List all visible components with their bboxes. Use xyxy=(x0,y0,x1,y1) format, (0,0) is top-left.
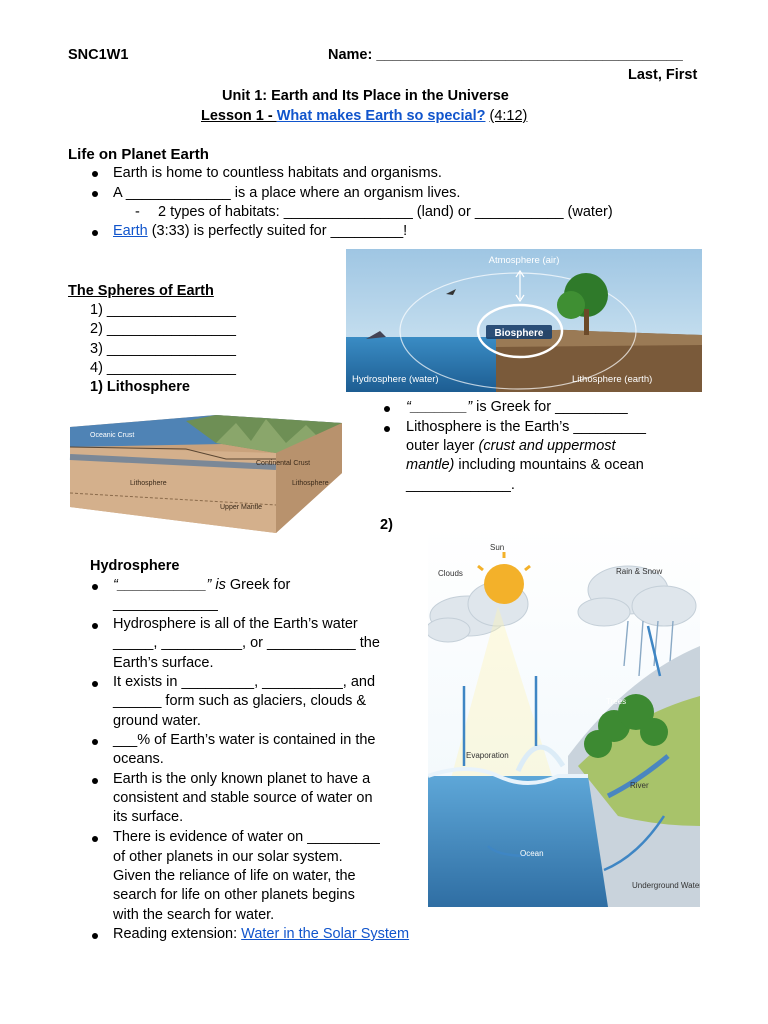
hydro-bullet-5-line-1: Earth is the only known planet to have a xyxy=(113,771,371,787)
sphere-blank-2[interactable]: 2) ________________ xyxy=(90,321,236,337)
litho-bullet-2-line-1: Lithosphere is the Earth’s _________ xyxy=(406,419,646,435)
hydro-bullet-1-line-1: “___________” is Greek for xyxy=(113,576,290,595)
life-bullet-1: Earth is home to countless habitats and … xyxy=(113,165,442,181)
lesson-time: (4:12) xyxy=(489,108,528,124)
life-bullet-2: A _____________ is a place where an orga… xyxy=(113,185,461,201)
bullet xyxy=(92,171,98,177)
water-cycle-diagram: Sun Clouds Rain & Snow Trees Evaporation… xyxy=(428,526,700,907)
spheres-heading: The Spheres of Earth xyxy=(68,283,214,299)
hydro-bullet-5-line-2: consistent and stable source of water on xyxy=(113,790,373,806)
name-hint: Last, First xyxy=(628,67,698,83)
sphere-blank-4[interactable]: 4) ________________ xyxy=(90,360,236,376)
bullet xyxy=(92,836,98,842)
underground-water-label: Underground Water xyxy=(632,881,700,890)
hydro-bullet-1-line-2: _____________ xyxy=(113,596,218,612)
lesson-title: Lesson 1 - What makes Earth so special? … xyxy=(201,107,527,126)
unit-title: Unit 1: Earth and Its Place in the Unive… xyxy=(222,88,509,104)
hydro-greek-blank: “___________” is xyxy=(113,577,226,593)
hydrosphere-heading: Hydrosphere xyxy=(90,558,180,574)
litho-bullet-2-line-4: _____________. xyxy=(406,477,515,493)
biosphere-label: Biosphere xyxy=(495,328,544,339)
litho-crust-note: (crust and uppermost xyxy=(478,438,616,454)
hydro-bullet-3-line-1: It exists in _________, __________, and xyxy=(113,674,376,690)
lesson-video-link[interactable]: What makes Earth so special? xyxy=(276,108,486,124)
litho-greek-blank: “_______” xyxy=(406,399,473,415)
bullet xyxy=(92,230,98,236)
litho-bullet-2-line-3: mantle) including mountains & ocean xyxy=(406,456,644,475)
bullet xyxy=(92,933,98,939)
hydro-bullet-2-line-2: _____, __________, or ___________ the xyxy=(113,635,380,651)
hydro-bullet-6-line-3: Given the reliance of life on water, the xyxy=(113,868,356,884)
oceanic-crust-label: Oceanic Crust xyxy=(90,432,134,439)
dash-marker: - xyxy=(135,204,140,220)
life-heading: Life on Planet Earth xyxy=(68,146,209,163)
clouds-label: Clouds xyxy=(438,569,463,578)
life-sub-bullet: 2 types of habitats: ________________ (l… xyxy=(158,204,613,220)
name-field[interactable]: Name: __________________________________… xyxy=(328,47,683,63)
bullet xyxy=(92,739,98,745)
course-code: SNC1W1 xyxy=(68,47,129,63)
exchange-arrow xyxy=(515,269,525,303)
life-bullet-3-text: (3:33) is perfectly suited for _________… xyxy=(147,223,408,239)
hydrosphere-number: 2) xyxy=(380,517,393,533)
trees-label: Trees xyxy=(606,697,626,706)
lithosphere-heading: 1) Lithosphere xyxy=(90,379,190,395)
hydro-bullet-6-line-5: with the search for water. xyxy=(113,907,275,923)
lithosphere-left-label: Lithosphere xyxy=(130,480,167,487)
litho-mantle-note: mantle) xyxy=(406,457,455,473)
sphere-blank-1[interactable]: 1) ________________ xyxy=(90,302,236,318)
hydro-greek-text: Greek for xyxy=(225,577,291,593)
bullet xyxy=(384,406,390,412)
hydro-bullet-6-line-4: search for life on other planets begins xyxy=(113,887,355,903)
life-bullet-3: Earth (3:33) is perfectly suited for ___… xyxy=(113,222,407,241)
sphere-blank-3[interactable]: 3) ________________ xyxy=(90,341,236,357)
bullet xyxy=(92,778,98,784)
hydro-bullet-6-line-1: There is evidence of water on _________ xyxy=(113,829,380,845)
hydro-bullet-6-line-2: of other planets in our solar system. xyxy=(113,849,343,865)
spheres-diagram: Biosphere Atmosphere (air) Hydrosphere (… xyxy=(346,249,702,392)
bullet xyxy=(92,681,98,687)
evaporation-label: Evaporation xyxy=(466,751,509,760)
lithosphere-diagram: Oceanic Crust Continental Crust Lithosph… xyxy=(69,415,342,533)
earth-video-link[interactable]: Earth xyxy=(113,223,148,239)
hydro-bullet-2-line-3: Earth’s surface. xyxy=(113,655,214,671)
hydro-bullet-2-line-1: Hydrosphere is all of the Earth’s water xyxy=(113,616,358,632)
ocean-label: Ocean xyxy=(520,849,544,858)
water-solar-system-link[interactable]: Water in the Solar System xyxy=(241,926,410,942)
atmosphere-label: Atmosphere (air) xyxy=(489,255,560,266)
bullet xyxy=(92,584,98,590)
upper-mantle-label: Upper Mantle xyxy=(220,504,262,511)
lithosphere-label: Lithosphere (earth) xyxy=(572,374,652,385)
hydro-bullet-7: Reading extension: Water in the Solar Sy… xyxy=(113,925,409,944)
hydrosphere-label: Hydrosphere (water) xyxy=(352,374,439,385)
lesson-prefix: Lesson 1 - xyxy=(201,108,277,124)
lithosphere-right-label: Lithosphere xyxy=(292,480,329,487)
continental-crust-label: Continental Crust xyxy=(256,460,310,467)
hydro-bullet-3-line-2: ______ form such as glaciers, clouds & xyxy=(113,693,367,709)
litho-greek-text: is Greek for _________ xyxy=(472,399,628,415)
litho-outer-layer: outer layer xyxy=(406,438,479,454)
bullet xyxy=(92,623,98,629)
biosphere-label-box xyxy=(486,325,552,339)
sun-icon xyxy=(484,564,524,604)
litho-bullet-2-line-2: outer layer (crust and uppermost xyxy=(406,437,616,456)
rain-snow-label: Rain & Snow xyxy=(616,567,662,576)
hydro-bullet-5-line-3: its surface. xyxy=(113,809,184,825)
sun-label: Sun xyxy=(490,543,504,552)
hydro-bullet-4-line-1: ___% of Earth’s water is contained in th… xyxy=(113,732,376,748)
river-label: River xyxy=(630,781,649,790)
litho-bullet-1: “_______” is Greek for _________ xyxy=(406,398,628,417)
bullet xyxy=(92,191,98,197)
hydro-bullet-3-line-3: ground water. xyxy=(113,713,201,729)
reading-extension-label: Reading extension: xyxy=(113,926,242,942)
bullet xyxy=(384,426,390,432)
litho-mountains-text: including mountains & ocean xyxy=(454,457,644,473)
hydro-bullet-4-line-2: oceans. xyxy=(113,751,164,767)
